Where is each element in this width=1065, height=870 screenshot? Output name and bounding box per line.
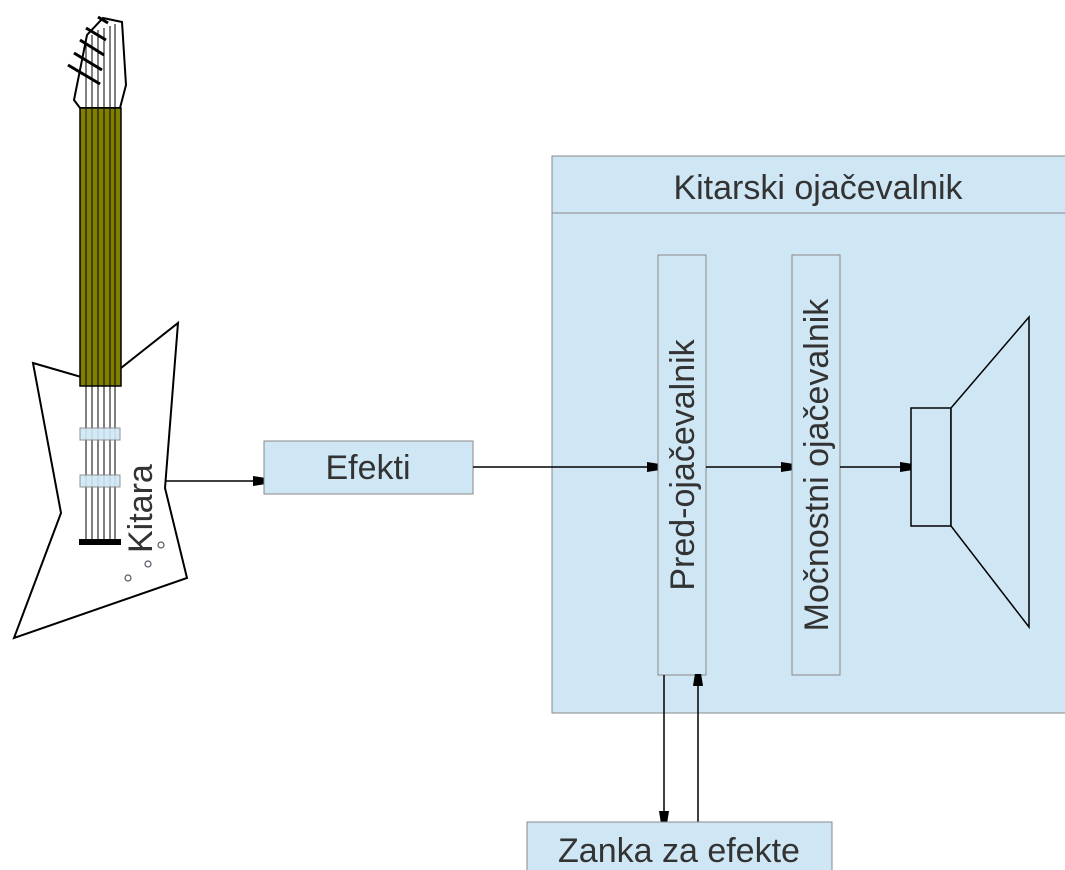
power-amp-label: Močnostni ojačevalnik	[798, 298, 836, 632]
power-amp-box[interactable]: Močnostni ojačevalnik	[791, 254, 841, 676]
amplifier-title: Kitarski ojačevalnik	[673, 169, 963, 207]
guitar-icon	[12, 15, 189, 640]
speaker-icon	[910, 314, 1030, 630]
preamp-label: Pred-ojačevalnik	[664, 338, 702, 590]
effects-loop-label: Zanka za efekte	[558, 832, 800, 870]
effects-label: Efekti	[325, 449, 410, 487]
preamp-box[interactable]: Pred-ojačevalnik	[657, 254, 707, 676]
effects-box[interactable]: Efekti	[263, 440, 474, 495]
effects-loop-box[interactable]: Zanka za efekte	[526, 821, 833, 870]
guitar-label: Kitara	[122, 464, 160, 553]
